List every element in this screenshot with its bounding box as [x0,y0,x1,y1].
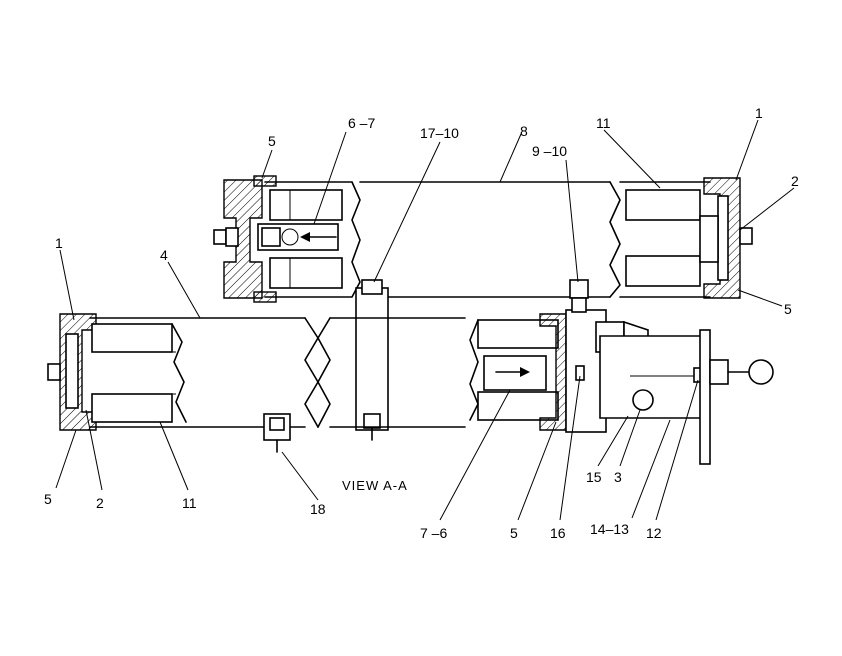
upper-cylinder-assembly [213,175,753,303]
callout-5-right: 5 [784,301,792,317]
leader-lines [55,119,795,521]
callout-8: 8 [520,123,528,139]
callout-1-top: 1 [755,105,763,121]
callout-5-bottom-left: 5 [44,491,52,507]
callout-7-6: 7 –6 [420,525,447,541]
callout-6-7: 6 –7 [348,115,375,131]
callout-11-bottom: 11 [182,495,197,511]
callout-14-13: 14–13 [590,521,629,537]
callout-9-10: 9 –10 [532,143,567,159]
callout-4: 4 [160,247,168,263]
view-title: VIEW A-A [342,478,408,493]
callout-11-top: 11 [596,115,611,131]
callout-2-bottom: 2 [96,495,104,511]
callout-3: 3 [614,469,622,485]
callout-5-top: 5 [268,133,276,149]
callout-2-top: 2 [791,173,799,189]
callout-18: 18 [310,501,326,517]
callout-16: 16 [550,525,566,541]
callout-15: 15 [586,469,602,485]
lower-cylinder-assembly [47,279,774,465]
callout-labels: 5 6 –7 17–10 8 9 –10 11 1 2 5 1 4 5 2 11… [44,105,799,541]
center-clamp [355,279,389,441]
callout-12: 12 [646,525,662,541]
callout-17-10: 17–10 [420,125,459,141]
callout-1-bottom: 1 [55,235,63,251]
callout-5-bottom-mid: 5 [510,525,518,541]
